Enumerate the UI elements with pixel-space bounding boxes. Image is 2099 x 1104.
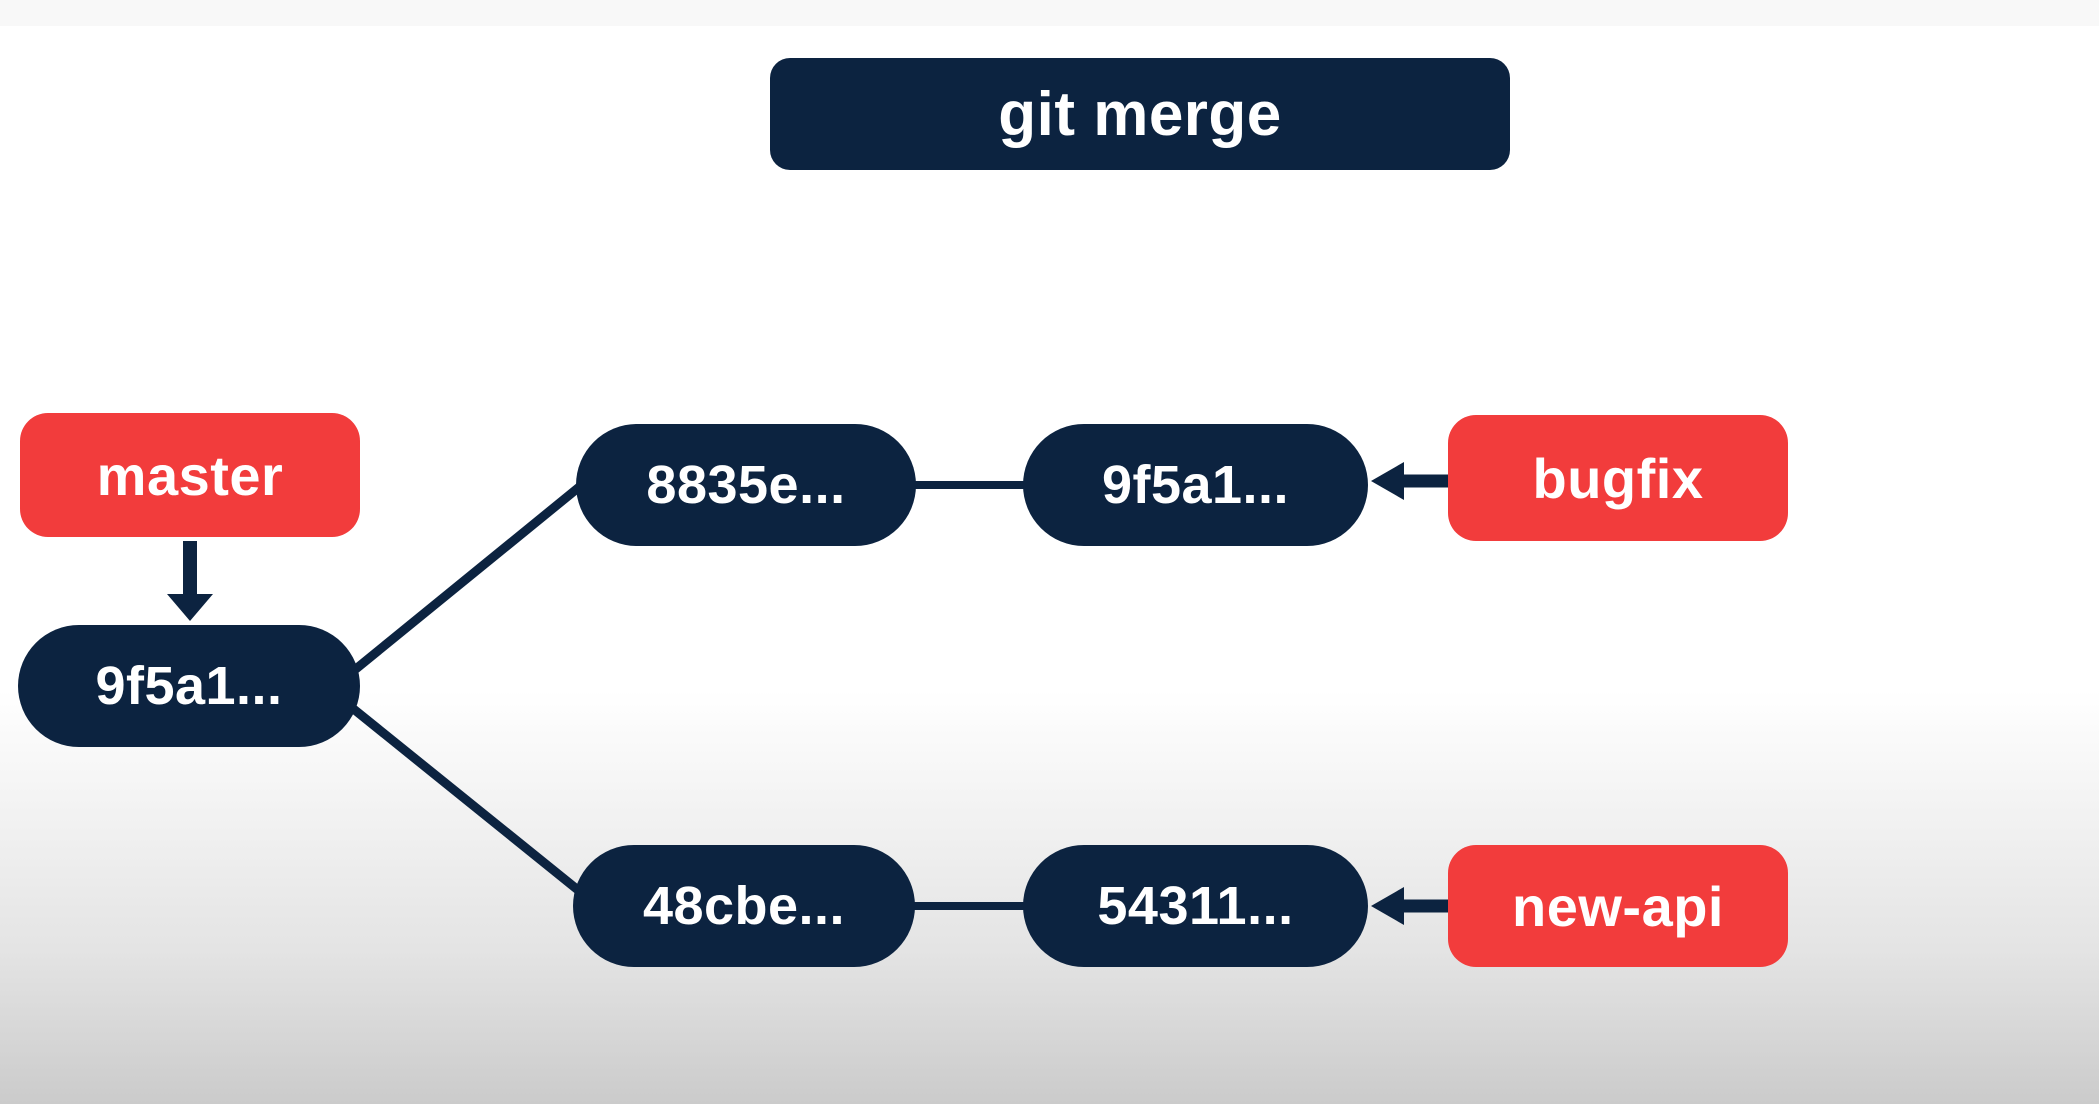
commit-node-new-api-head: 54311... [1023,845,1368,967]
commit-node-base: 9f5a1... [18,625,360,747]
commit-node-bugfix-parent: 8835e... [576,424,916,546]
branch-label-new-api: new-api [1448,845,1788,967]
branch-label-bugfix: bugfix [1448,415,1788,541]
edge-bugfix-label-to-head [1371,462,1452,500]
edge-master-to-base [167,541,213,621]
branch-label-master: master [20,413,360,537]
commit-node-bugfix-head: 9f5a1... [1023,424,1368,546]
commit-node-new-api-parent: 48cbe... [573,845,915,967]
diagram-title: git merge [770,58,1510,170]
edge-base-to-bugfix-parent [327,462,608,694]
edge-new-api-label-to-head [1371,887,1452,925]
top-strip [0,0,2099,26]
